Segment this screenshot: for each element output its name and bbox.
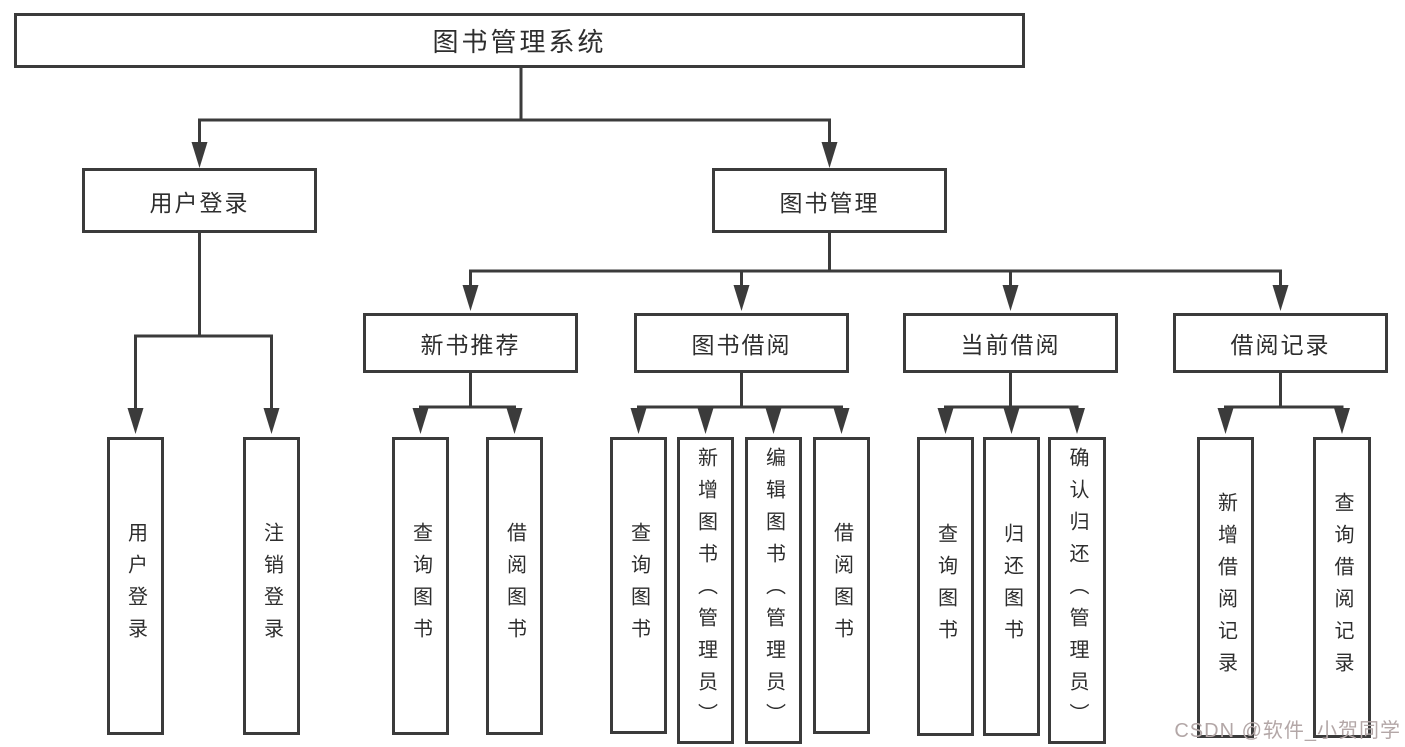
leaf-confirm-return-admin-label: 确认归还（管理员） <box>1066 446 1088 735</box>
leaf-query-borrow-record-label: 查询借阅记录 <box>1331 491 1353 684</box>
leaf-add-books-admin: 新增图书（管理员） <box>677 437 734 744</box>
node-book-borrowing: 图书借阅 <box>634 313 849 373</box>
leaf-return-books: 归还图书 <box>983 437 1040 736</box>
leaf-add-borrow-record: 新增借阅记录 <box>1197 437 1254 738</box>
node-borrow-records: 借阅记录 <box>1173 313 1388 373</box>
node-user-login: 用户登录 <box>82 168 317 233</box>
csdn-watermark: CSDN @软件_小贺同学 <box>1174 720 1401 742</box>
node-borrow-records-label: 借阅记录 <box>1230 332 1331 358</box>
leaf-borrow-books-recommend-label: 借阅图书 <box>503 522 526 650</box>
leaf-logout-label: 注销登录 <box>260 522 283 650</box>
leaf-query-books-borrowing: 查询图书 <box>610 437 667 734</box>
leaf-logout: 注销登录 <box>243 437 300 735</box>
leaf-query-books-current-label: 查询图书 <box>934 522 957 651</box>
leaf-query-books-recommend-label: 查询图书 <box>409 522 432 650</box>
node-current-borrowing: 当前借阅 <box>903 313 1118 373</box>
leaf-query-books-recommend: 查询图书 <box>392 437 449 735</box>
leaf-query-books-current: 查询图书 <box>917 437 974 736</box>
leaf-edit-books-admin: 编辑图书（管理员） <box>745 437 802 744</box>
node-book-borrowing-label: 图书借阅 <box>691 332 792 358</box>
node-new-book-recommend: 新书推荐 <box>363 313 578 373</box>
leaf-query-borrow-record: 查询借阅记录 <box>1313 437 1371 738</box>
leaf-user-login: 用户登录 <box>107 437 164 735</box>
leaf-borrow-books-borrowing-label: 借阅图书 <box>830 521 853 650</box>
leaf-edit-books-admin-label: 编辑图书（管理员） <box>762 446 785 735</box>
leaf-add-books-admin-label: 新增图书（管理员） <box>694 446 717 735</box>
leaf-borrow-books-borrowing: 借阅图书 <box>813 437 870 734</box>
node-current-borrowing-label: 当前借阅 <box>960 332 1061 358</box>
node-book-management-label: 图书管理 <box>779 189 880 216</box>
node-new-book-recommend-label: 新书推荐 <box>420 332 521 358</box>
leaf-return-books-label: 归还图书 <box>1000 522 1023 651</box>
leaf-borrow-books-recommend: 借阅图书 <box>486 437 543 735</box>
node-book-management-system: 图书管理系统 <box>14 13 1025 68</box>
leaf-user-login-label: 用户登录 <box>124 522 147 650</box>
leaf-add-borrow-record-label: 新增借阅记录 <box>1214 491 1237 684</box>
node-user-login-label: 用户登录 <box>149 189 250 216</box>
leaf-query-books-borrowing-label: 查询图书 <box>627 521 650 650</box>
leaf-confirm-return-admin: 确认归还（管理员） <box>1048 437 1106 744</box>
node-book-management: 图书管理 <box>712 168 947 233</box>
node-book-management-system-label: 图书管理系统 <box>432 27 607 57</box>
